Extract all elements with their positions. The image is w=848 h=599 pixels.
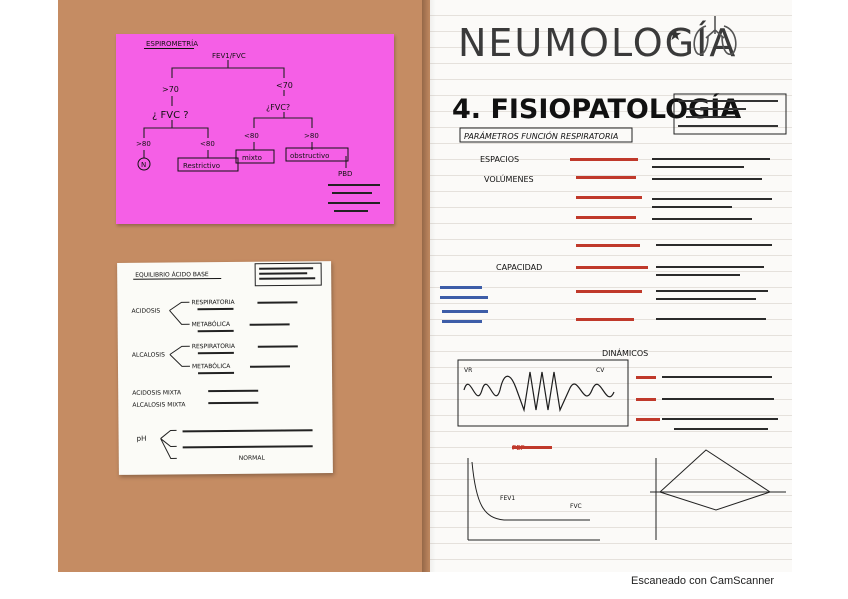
capacidad-label: CAPACIDAD bbox=[496, 263, 542, 272]
acidosis-metabolica: METABÓLICA bbox=[192, 321, 231, 328]
acidosis-label: ACIDOSIS bbox=[131, 308, 160, 315]
ruled-lines bbox=[430, 0, 792, 572]
red-handwritten-notes bbox=[512, 158, 660, 449]
alcalosis-metabolica: METABÓLICA bbox=[192, 363, 231, 370]
normal-label: NORMAL bbox=[239, 455, 266, 462]
volumenes-label: VOLÚMENES bbox=[484, 173, 534, 184]
gt80-right: >80 bbox=[304, 132, 319, 140]
notebook-photo: NEUMOLOGÍA ★ 4. FISIOPATOLOGÍA PARÁMETRO… bbox=[58, 0, 792, 572]
volume-graph-box bbox=[457, 359, 629, 427]
acid-base-heading: EQUILIBRIO ÁCIDO BASE bbox=[135, 271, 209, 279]
scanner-watermark: Escaneado con CamScanner bbox=[631, 575, 775, 587]
alcalosis-respiratoria: RESPIRATORIA bbox=[192, 343, 236, 350]
dinamicos-label: DINÁMICOS bbox=[602, 347, 648, 358]
vr-label: VR bbox=[464, 367, 472, 374]
definitions-box bbox=[673, 93, 787, 135]
flow-volume-graph bbox=[467, 449, 786, 541]
alcalosis-mixta: ALCALOSIS MIXTA bbox=[132, 401, 186, 408]
star-icon: ★ bbox=[668, 25, 682, 44]
mixto-result: mixto bbox=[242, 154, 262, 162]
normal-values-scribble bbox=[259, 267, 316, 280]
fvc-label: FVC bbox=[570, 503, 582, 510]
definitions-box-scribble bbox=[678, 100, 778, 127]
pink-sticky-note: ESPIROMETRÍA FEV1/FVC >70 <70 ¿ FVC ? ¿F… bbox=[116, 34, 394, 224]
espirometria-heading: ESPIROMETRÍA bbox=[146, 39, 198, 48]
espacios-label: ESPACIOS bbox=[480, 155, 519, 164]
gt80-left: >80 bbox=[136, 140, 151, 148]
lt80-right: <80 bbox=[244, 132, 259, 140]
ph-label: pH bbox=[137, 435, 147, 443]
fev1-fvc-ratio: FEV1/FVC bbox=[212, 52, 246, 60]
pbd-label: PBD bbox=[338, 170, 352, 178]
white-sticky-note: EQUILIBRIO ÁCIDO BASE ACIDOSIS ALCALOSIS… bbox=[117, 261, 333, 475]
gt70-branch: >70 bbox=[162, 85, 179, 94]
pbd-sub-notes bbox=[328, 184, 380, 212]
cv-label: CV bbox=[596, 367, 605, 374]
right-page-notes: NEUMOLOGÍA ★ 4. FISIOPATOLOGÍA PARÁMETRO… bbox=[440, 16, 787, 541]
lt70-branch: <70 bbox=[276, 81, 293, 90]
fev1-label: FEV1 bbox=[500, 495, 515, 502]
pef-label: PEF bbox=[512, 444, 525, 452]
acidosis-respiratoria: RESPIRATORIA bbox=[191, 299, 235, 306]
normal-values-box bbox=[254, 262, 322, 287]
spirometry-volume-trace bbox=[463, 371, 615, 413]
page-title: NEUMOLOGÍA bbox=[458, 21, 737, 65]
fvc-question-left: ¿ FVC ? bbox=[152, 110, 189, 121]
notebook-spine-shadow bbox=[422, 0, 436, 572]
right-notebook-page: NEUMOLOGÍA ★ 4. FISIOPATOLOGÍA PARÁMETRO… bbox=[430, 0, 792, 572]
acid-base-arrows bbox=[182, 301, 313, 449]
fvc-question-right: ¿FVC? bbox=[266, 103, 290, 112]
restrictivo-result: Restrictivo bbox=[183, 162, 220, 170]
blue-handwritten-notes bbox=[440, 286, 488, 323]
obstructivo-result: obstructivo bbox=[290, 152, 329, 160]
acidosis-mixta: ACIDOSIS MIXTA bbox=[132, 389, 182, 396]
normal-result: N bbox=[141, 161, 146, 169]
spirometry-flowchart: ESPIROMETRÍA FEV1/FVC >70 <70 ¿ FVC ? ¿F… bbox=[136, 39, 380, 212]
acid-base-notes: EQUILIBRIO ÁCIDO BASE ACIDOSIS ALCALOSIS… bbox=[131, 262, 322, 462]
lungs-icon bbox=[693, 16, 737, 56]
alcalosis-label: ALCALOSIS bbox=[132, 352, 165, 359]
black-handwritten-notes bbox=[652, 158, 778, 430]
lt80-left: <80 bbox=[200, 140, 215, 148]
params-heading: PARÁMETROS FUNCIÓN RESPIRATORIA bbox=[464, 130, 618, 141]
